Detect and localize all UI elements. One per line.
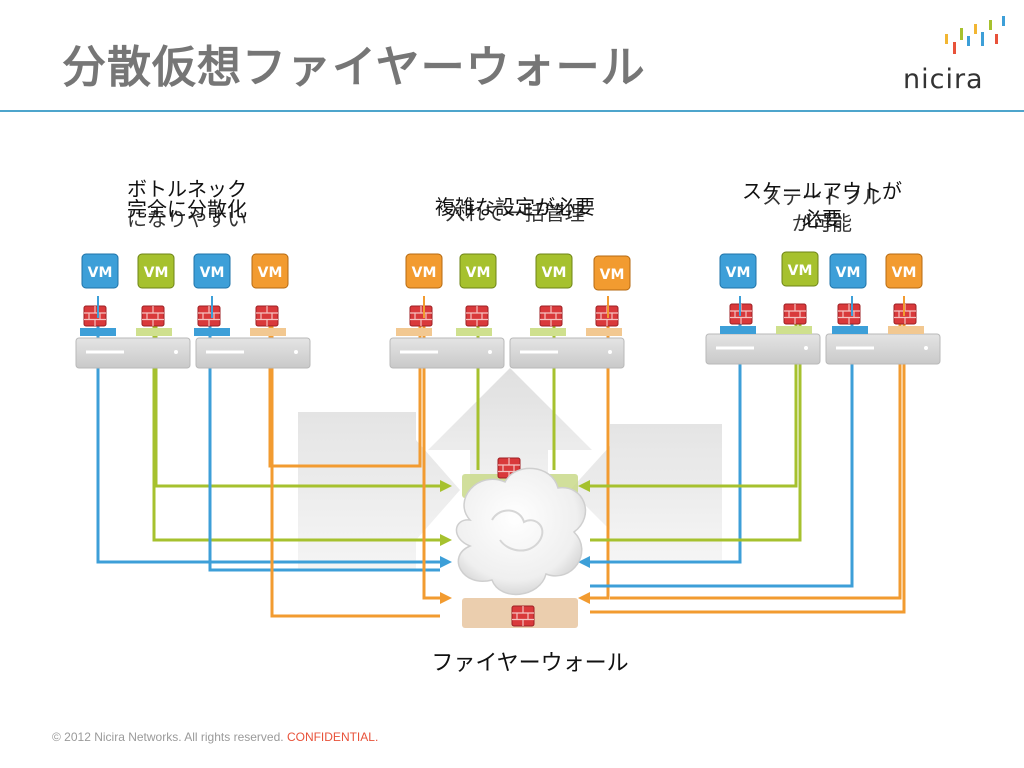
server-6 [825, 333, 941, 365]
vm-label: VM [466, 265, 491, 281]
title-rule [0, 110, 1024, 112]
vm-3-3: VM [829, 253, 867, 289]
wire-green [590, 318, 798, 488]
wire-orange [590, 318, 906, 614]
cloud-icon [455, 467, 587, 596]
logo-bar [989, 20, 992, 30]
vm-1-2: VM [137, 253, 175, 289]
vm-3-4: VM [885, 253, 923, 289]
wire-green [152, 318, 440, 542]
arrowhead [440, 592, 452, 604]
vm-3-2: VM [781, 251, 819, 287]
group-3-caption-c: 必要 [802, 207, 842, 231]
wire-orange [268, 318, 422, 468]
group-2-caption-b: 入れて一括管理 [445, 201, 585, 225]
arrow-left [298, 412, 460, 570]
vm-uplinks [97, 296, 905, 318]
logo-bar [960, 28, 963, 40]
wire-orange [610, 318, 902, 600]
group-1-caption-a: ボトルネック [127, 177, 247, 201]
vnic-bars [80, 326, 924, 336]
servers [75, 333, 941, 369]
logo-bar [1002, 16, 1005, 26]
wire-blue [590, 318, 854, 588]
server-2 [195, 337, 311, 369]
vm-label: VM [600, 267, 625, 283]
vm-firewalls [83, 303, 917, 327]
footer: © 2012 Nicira Networks. All rights reser… [52, 730, 378, 744]
vm-label: VM [258, 265, 283, 281]
wire-orange [270, 318, 440, 618]
logo-bar [967, 36, 970, 46]
vm-label: VM [836, 265, 861, 281]
nicira-logo-mark [945, 16, 1005, 54]
wire-orange [422, 318, 440, 600]
group-3-caption-d: が可能 [792, 211, 852, 235]
server-5 [705, 333, 821, 365]
wire-blue [208, 318, 440, 572]
vm-2-2: VM [459, 253, 497, 289]
logo-bar [945, 34, 948, 44]
wire-orange [590, 318, 610, 600]
group-1-caption-b: 完全に分散化 [127, 197, 247, 221]
arrowhead [440, 480, 452, 492]
vm-label: VM [144, 265, 169, 281]
logo-bar [974, 24, 977, 34]
vm-label: VM [892, 265, 917, 281]
vm-label: VM [412, 265, 437, 281]
arrowheads [440, 480, 590, 604]
logo-bar [953, 42, 956, 54]
vm-label: VM [88, 265, 113, 281]
slide-title: 分散仮想ファイヤーウォール [62, 42, 646, 93]
vm-1-4: VM [251, 253, 289, 289]
server-3 [389, 337, 505, 369]
wire-blue [96, 318, 440, 564]
group-3-caption-b: ステートフル [762, 185, 882, 209]
logo-bar [995, 34, 998, 44]
footer-confidential: CONFIDENTIAL. [286, 730, 379, 744]
wire-green [590, 318, 802, 542]
arrowhead [440, 556, 452, 568]
firewall-label: ファイヤーウォール [431, 651, 629, 676]
logo-wordmark: nicira [903, 64, 984, 95]
arrowhead [578, 556, 590, 568]
arrowhead [440, 534, 452, 546]
arrowhead [578, 592, 590, 604]
wires [96, 318, 906, 618]
vm-boxes: VM VM VM VM VM VM VM VM [81, 251, 923, 291]
vm-label: VM [542, 265, 567, 281]
vm-label: VM [200, 265, 225, 281]
arrowhead [578, 480, 590, 492]
wire-green [154, 318, 440, 488]
vm-3-1: VM [719, 253, 757, 289]
central-firewall [455, 457, 587, 628]
vm-2-3: VM [535, 253, 573, 289]
wire-blue [590, 318, 742, 564]
group-2-caption-a: 複雑な設定が必要 [435, 195, 595, 219]
vm-label: VM [726, 265, 751, 281]
logo-bar [981, 32, 984, 46]
vm-1-1: VM [81, 253, 119, 289]
vm-1-3: VM [193, 253, 231, 289]
vm-2-1: VM [405, 253, 443, 289]
server-1 [75, 337, 191, 369]
group-1-caption-c: になりやすい [127, 207, 247, 231]
footer-copyright: © 2012 Nicira Networks. All rights reser… [52, 730, 284, 744]
vm-2-4: VM [593, 255, 631, 291]
arrow-up [428, 368, 592, 490]
server-4 [509, 337, 625, 369]
vm-label: VM [788, 263, 813, 279]
group-3-caption-a: スケールアウトが [742, 179, 902, 203]
